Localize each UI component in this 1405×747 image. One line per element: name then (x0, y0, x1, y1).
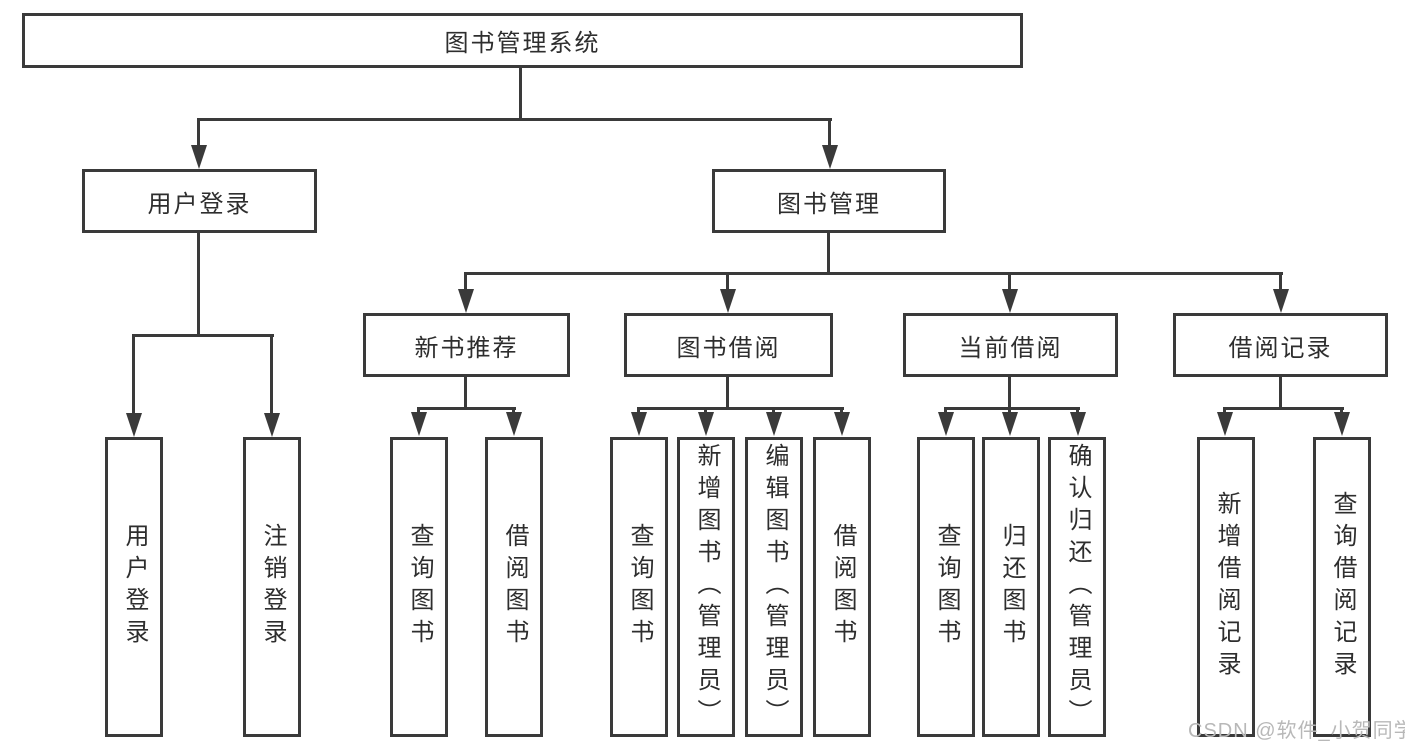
node-book-management: 图书管理 (712, 169, 946, 233)
connector-stem (1008, 377, 1011, 409)
arrow-down-icon (720, 289, 736, 313)
arrow-down-icon (766, 412, 782, 436)
arrow-down-icon (631, 412, 647, 436)
arrow-down-icon (1334, 412, 1350, 436)
connector-user-login-drop (197, 118, 200, 148)
connector-stem (464, 377, 467, 409)
connector-stem (726, 377, 729, 409)
connector-user-login-rail (132, 334, 274, 337)
arrow-down-icon (1070, 412, 1086, 436)
connector-rail (1223, 407, 1344, 410)
arrow-down-icon (1217, 412, 1233, 436)
arrow-down-icon (822, 145, 838, 169)
arrow-down-icon (191, 145, 207, 169)
connector-root-stem (519, 68, 522, 121)
arrow-down-icon (126, 413, 142, 437)
arrow-down-icon (411, 412, 427, 436)
connector-leaf-drop (1008, 407, 1011, 415)
node-library-management-system: 图书管理系统 (22, 13, 1023, 68)
node-current-borrowing: 当前借阅 (903, 313, 1118, 377)
connector-leaf-drop (1223, 407, 1226, 415)
connector-module-drop (726, 272, 729, 292)
arrow-down-icon (938, 412, 954, 436)
connector-leaf-drop (132, 334, 135, 418)
connector-module-drop (1008, 272, 1011, 292)
connector-leaf-drop (944, 407, 947, 415)
connector-level2-rail (197, 118, 832, 121)
connector-rail (637, 407, 844, 410)
connector-leaf-drop (1076, 407, 1079, 415)
node-book-borrowing: 图书借阅 (624, 313, 833, 377)
connector-level3-rail (464, 272, 1283, 275)
connector-book-management-drop (828, 118, 831, 148)
arrow-down-icon (264, 413, 280, 437)
node-new-book-recommendation: 新书推荐 (363, 313, 570, 377)
node-user-login: 用户登录 (82, 169, 317, 233)
connector-rail (417, 407, 516, 410)
connector-user-login-stem (197, 233, 200, 336)
connector-rail (944, 407, 1080, 410)
leaf-add-books-admin: 新增图书（管理员） (677, 437, 735, 737)
arrow-down-icon (1273, 289, 1289, 313)
leaf-return-books: 归还图书 (982, 437, 1040, 737)
connector-leaf-drop (270, 334, 273, 418)
connector-module-drop (464, 272, 467, 292)
connector-leaf-drop (1340, 407, 1343, 415)
connector-leaf-drop (704, 407, 707, 415)
leaf-borrow-books: 借阅图书 (813, 437, 871, 737)
leaf-user-login: 用户登录 (105, 437, 163, 737)
arrow-down-icon (506, 412, 522, 436)
leaf-confirm-return-admin: 确认归还（管理员） (1048, 437, 1106, 737)
leaf-edit-books-admin: 编辑图书（管理员） (745, 437, 803, 737)
leaf-add-borrow-record: 新增借阅记录 (1197, 437, 1255, 737)
leaf-logout: 注销登录 (243, 437, 301, 737)
arrow-down-icon (1002, 412, 1018, 436)
leaf-query-borrow-record: 查询借阅记录 (1313, 437, 1371, 737)
leaf-query-books: 查询图书 (917, 437, 975, 737)
connector-leaf-drop (512, 407, 515, 415)
leaf-query-books: 查询图书 (610, 437, 668, 737)
connector-book-management-stem (827, 233, 830, 274)
watermark: CSDN @软件_小贺同学 (1188, 720, 1405, 742)
connector-leaf-drop (637, 407, 640, 415)
arrow-down-icon (458, 289, 474, 313)
connector-stem (1279, 377, 1282, 409)
leaf-borrow-books: 借阅图书 (485, 437, 543, 737)
connector-leaf-drop (772, 407, 775, 415)
node-borrowing-records: 借阅记录 (1173, 313, 1388, 377)
connector-module-drop (1279, 272, 1282, 292)
connector-leaf-drop (840, 407, 843, 415)
leaf-query-books: 查询图书 (390, 437, 448, 737)
arrow-down-icon (834, 412, 850, 436)
arrow-down-icon (1002, 289, 1018, 313)
connector-leaf-drop (417, 407, 420, 415)
arrow-down-icon (698, 412, 714, 436)
